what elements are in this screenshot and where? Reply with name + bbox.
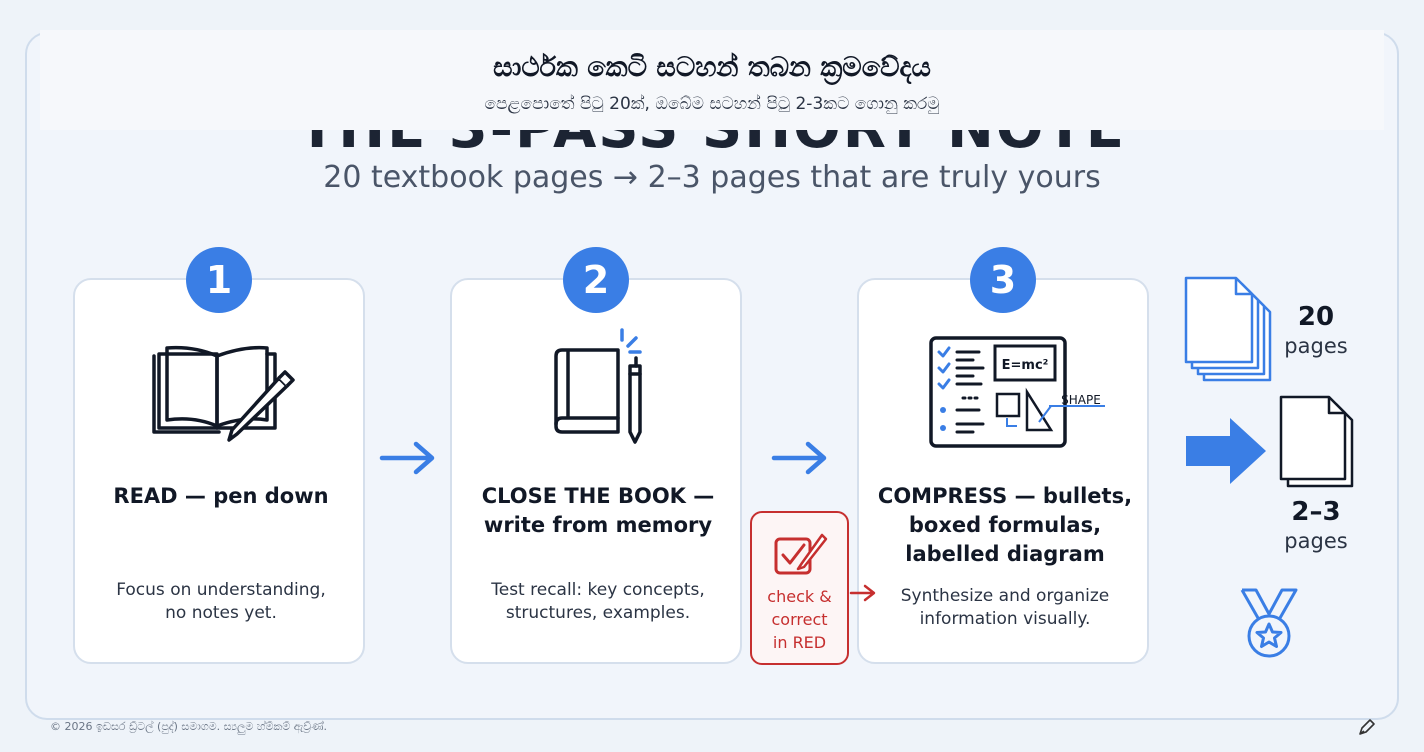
closed-book-pen-icon xyxy=(554,328,642,444)
step-2-title-line1: CLOSE THE BOOK — xyxy=(481,484,715,508)
step-3-desc-line2: information visually. xyxy=(919,609,1091,629)
step-3-desc-line1: Synthesize and organize xyxy=(900,586,1110,606)
after-page-label: pages xyxy=(1284,529,1348,553)
title-banner: සාර්ථක කෙටි සටහන් තබන ක්‍රමවේදය පෙළපොතේ … xyxy=(40,30,1384,130)
notes-board-icon: E=mc² SHAPE xyxy=(929,336,1105,448)
step-1-badge: 1 xyxy=(186,247,252,313)
red-arrow-icon xyxy=(849,584,876,602)
page-stack-icon xyxy=(1184,276,1272,382)
check-text-line2: correct xyxy=(771,610,828,629)
check-text-line3: in RED xyxy=(772,633,827,652)
before-page-label: pages xyxy=(1284,334,1348,358)
banner-subtitle: පෙළපොතේ පිටු 20ක්, ඔබේම සටහන් පිටු 2-3කට… xyxy=(484,94,940,114)
step-1-desc-line2: no notes yet. xyxy=(165,603,277,623)
banner-title: සාර්ථක කෙටි සටහන් තබන ක්‍රමවේදය xyxy=(493,52,931,83)
step-card-compress: E=mc² SHAPE COMPRESS — bullets, boxed fo… xyxy=(857,278,1149,664)
step-2-desc-line2: structures, examples. xyxy=(505,603,691,623)
medal-icon xyxy=(1240,588,1298,658)
formula-text: E=mc² xyxy=(1002,358,1049,373)
open-book-pen-icon xyxy=(152,345,295,442)
check-correct-box: check & correct in RED xyxy=(750,511,849,665)
step-2-badge: 2 xyxy=(563,247,629,313)
checkmark-pen-icon xyxy=(774,533,828,575)
step-card-close-book: CLOSE THE BOOK — write from memory Test … xyxy=(450,278,742,664)
pen-nib-icon xyxy=(1359,719,1375,735)
footer-copyright: © 2026 ඉඩසර ඩ්‍ර්ටල් (පුද්) සමාගම. ස්‍යල… xyxy=(50,720,328,733)
big-arrow-right-icon xyxy=(1186,418,1266,484)
check-text-line1: check & xyxy=(767,587,832,606)
step-2-title-line2: write from memory xyxy=(483,513,713,537)
step-2-desc-line1: Test recall: key concepts, xyxy=(491,580,705,600)
before-page-count: 20 xyxy=(1297,302,1335,332)
step-3-title-line3: labelled diagram xyxy=(905,542,1105,566)
step-3-title-line1: COMPRESS — bullets, xyxy=(877,484,1133,508)
step-1-desc-line1: Focus on understanding, xyxy=(116,580,326,600)
step-card-read: READ — pen down Focus on understanding, … xyxy=(73,278,365,664)
page-pair-icon xyxy=(1279,395,1354,488)
step-1-title: READ — pen down xyxy=(113,484,329,508)
shape-label: SHAPE xyxy=(1061,393,1101,407)
subtitle: 20 textbook pages → 2–3 pages that are t… xyxy=(323,160,1101,195)
step-3-badge: 3 xyxy=(970,247,1036,313)
after-page-count: 2–3 xyxy=(1291,497,1341,527)
arrow-right-icon xyxy=(379,441,435,475)
step-3-title-line2: boxed formulas, xyxy=(908,513,1102,537)
arrow-right-icon xyxy=(771,441,827,475)
